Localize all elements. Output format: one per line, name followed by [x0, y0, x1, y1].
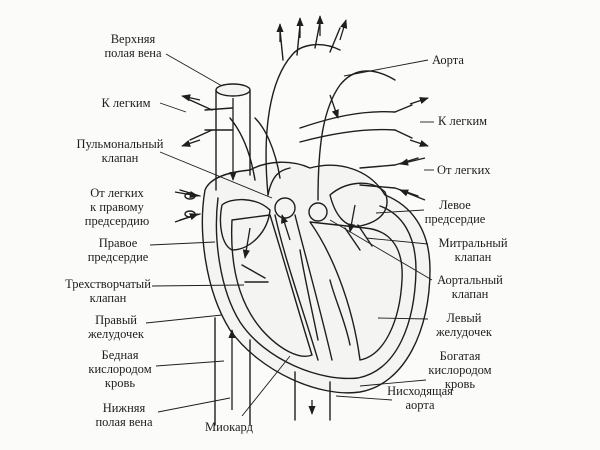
aortic-valve-ring: [308, 202, 328, 222]
label-pulm-valve-line2: клапан: [101, 151, 139, 165]
label-myocardium: Миокард: [205, 420, 253, 434]
svc-opening: [215, 83, 251, 97]
septum: [274, 214, 333, 361]
leader-tricuspid: [151, 284, 245, 287]
leader-left-atrium: [375, 209, 425, 214]
leader-left-ventricle: [377, 317, 429, 320]
label-svc-line1: Верхняя: [110, 32, 156, 46]
label-aortic-valve-line1: Аортальный: [437, 273, 503, 287]
leader-svc: [165, 53, 223, 87]
label-aortic-valve-line2: клапан: [451, 287, 489, 301]
label-to-lungs-left: К легким: [101, 96, 151, 110]
label-svc: Верхняя полая вена: [104, 32, 161, 60]
label-right-atrium: Правое предсердие: [88, 236, 149, 264]
label-desc-aorta-line2: аорта: [405, 398, 435, 412]
label-right-ventricle-line1: Правый: [95, 313, 137, 327]
leader-mitral: [365, 237, 429, 245]
label-left-atrium-line1: Левое: [439, 198, 471, 212]
label-right-ventricle-line2: желудочек: [88, 327, 144, 341]
leader-right-ventricle: [145, 314, 223, 324]
label-desc-aorta-line1: Нисходящая: [387, 384, 453, 398]
label-poor-oxygen-blood: Бедная кислородом кровь: [88, 348, 151, 390]
label-mitral-line1: Митральный: [438, 236, 508, 250]
label-from-lungs-ra-line1: От легких: [90, 186, 144, 200]
label-tricuspid-line1: Трехстворчатый: [65, 277, 151, 291]
mitral-valve: [344, 224, 373, 251]
label-ivc-line1: Нижняя: [102, 401, 146, 415]
label-poor-blood-line1: Бедная: [101, 348, 139, 362]
label-left-ventricle-line2: желудочек: [436, 325, 492, 339]
label-left-atrium-line2: предсердие: [424, 212, 486, 226]
leader-aorta: [343, 59, 429, 77]
left-ventricle-cavity: [309, 221, 403, 361]
label-right-atrium-line2: предсердие: [87, 250, 149, 264]
label-from-lungs-right-atrium: От легких к правому предсердию: [85, 186, 149, 228]
label-left-ventricle: Левый желудочек: [436, 311, 492, 339]
leader-poor-blood: [155, 360, 225, 367]
label-aorta: Аорта: [432, 53, 464, 67]
leader-myocardium: [241, 355, 291, 417]
svc-vessel: [215, 89, 251, 191]
leader-aortic-valve: [329, 219, 433, 281]
label-mitral-valve: Митральный клапан: [438, 236, 507, 264]
label-right-atrium-line1: Правое: [98, 236, 138, 250]
label-aortic-valve: Аортальный клапан: [437, 273, 503, 301]
label-ivc: Нижняя полая вена: [95, 401, 152, 429]
label-to-lungs-right: К легким: [438, 114, 488, 128]
right-pulmonary-artery: [299, 110, 396, 143]
label-right-ventricle: Правый желудочек: [88, 313, 144, 341]
label-poor-blood-line2: кислородом: [88, 362, 152, 376]
label-tricuspid-line2: клапан: [89, 291, 127, 305]
leader-to-lungs-left: [159, 102, 187, 113]
label-pulmonary-valve: Пульмональный клапан: [77, 137, 164, 165]
ivc-vessel: [214, 317, 251, 426]
label-from-lungs-ra-line3: предсердию: [84, 214, 150, 228]
leader-rich-blood: [359, 379, 427, 387]
label-left-atrium: Левое предсердие: [425, 198, 486, 226]
tricuspid-valve: [241, 264, 269, 283]
heart-inner-wall: [215, 197, 417, 380]
label-left-ventricle-line1: Левый: [446, 311, 482, 325]
label-svc-line2: полая вена: [104, 46, 162, 60]
label-tricuspid-valve: Трехстворчатый клапан: [65, 277, 151, 305]
leader-pulm-valve: [159, 151, 273, 199]
label-rich-oxygen-blood: Богатая кислородом кровь: [428, 349, 492, 391]
desc-aorta-vessel: [294, 371, 331, 421]
left-atrium-wall: [329, 182, 388, 227]
label-from-lungs-ra-line2: к правому: [90, 200, 144, 214]
label-pulm-valve-line1: Пульмональный: [76, 137, 164, 151]
label-poor-blood-line3: кровь: [104, 376, 136, 390]
label-mitral-line2: клапан: [454, 250, 492, 264]
aorta-inner: [267, 43, 341, 196]
label-from-lungs: От легких: [437, 163, 491, 177]
leader-right-atrium: [149, 241, 216, 246]
label-ivc-line2: полая вена: [95, 415, 153, 429]
right-ventricle-cavity: [230, 214, 313, 357]
right-atrium-cavity: [219, 198, 271, 251]
leader-desc-aorta: [335, 395, 393, 401]
label-descending-aorta: Нисходящая аорта: [387, 384, 453, 412]
leader-ivc: [157, 397, 231, 413]
left-pulmonary-artery: [204, 107, 233, 131]
